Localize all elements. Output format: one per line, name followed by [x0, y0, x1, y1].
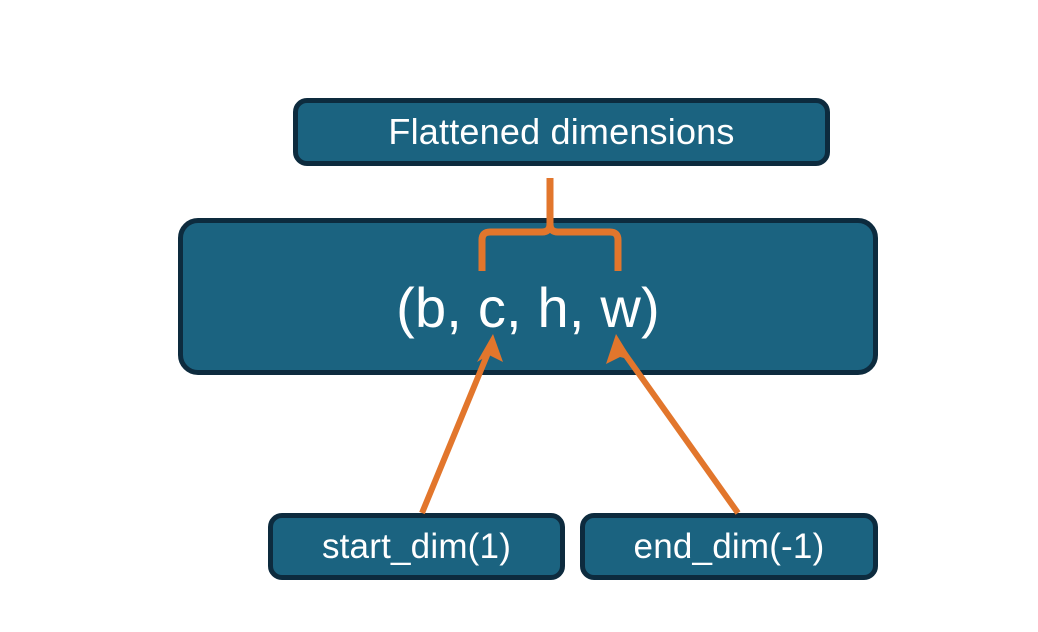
node-start-dim[interactable]: start_dim(1)	[268, 513, 565, 580]
node-start-dim-label: start_dim(1)	[321, 526, 512, 566]
node-flattened-dimensions-label: Flattened dimensions	[388, 111, 735, 152]
node-end-dim-label: end_dim(-1)	[633, 526, 825, 566]
node-tensor-shape-label: (b, c, h, w)	[396, 276, 660, 339]
node-end-dim[interactable]: end_dim(-1)	[580, 513, 878, 580]
node-flattened-dimensions[interactable]: Flattened dimensions	[293, 98, 830, 166]
node-tensor-shape[interactable]: (b, c, h, w)	[178, 218, 878, 375]
